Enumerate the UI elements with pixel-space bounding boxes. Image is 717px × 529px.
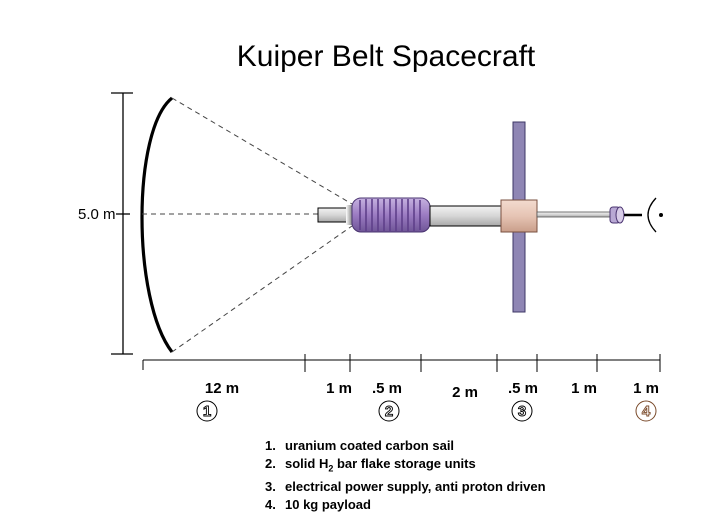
sail-height-dimension [111,92,133,355]
segment-label-storage: .5 m [372,380,402,397]
segment-label-connector: 1 m [326,380,352,397]
length-ruler [142,354,661,372]
segment-label-boom: 1 m [571,380,597,397]
legend-item-storage: 2.solid H2 bar flake storage units [265,456,476,474]
payload-boom [536,211,612,218]
marker-1: 1 [196,400,218,422]
marker-1-number: 1 [203,403,211,420]
sail-height-label: 5.0 m [78,206,116,223]
component-legend: 1.uranium coated carbon sail 2.solid H2 … [265,437,546,514]
main-tube [429,205,503,227]
sail [140,96,174,353]
segment-label-power: .5 m [508,380,538,397]
marker-2-number: 2 [385,403,393,420]
segment-label-sail: 12 m [205,380,239,397]
segment-label-payload: 1 m [633,380,659,397]
marker-4: 4 [635,400,657,422]
power-supply [500,199,538,233]
marker-3: 3 [511,400,533,422]
marker-2: 2 [378,400,400,422]
legend-item-sail: 1.uranium coated carbon sail [265,438,455,453]
marker-3-number: 3 [518,403,526,420]
legend-item-payload: 4.10 kg payload [265,496,371,512]
diagram-title: Kuiper Belt Spacecraft [237,40,536,73]
marker-4-number: 4 [642,403,651,420]
h2-storage-units [351,197,431,233]
sail-rigging-lines [142,97,353,353]
payload [609,197,663,233]
segment-label-tube: 2 m [452,384,478,401]
legend-item-power: 3.electrical power supply, anti proton d… [265,478,546,494]
